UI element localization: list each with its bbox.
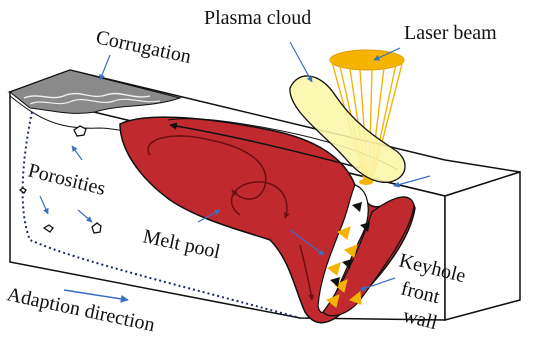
label-adaption-direction: Adaption direction	[5, 283, 157, 336]
label-plasma-cloud: Plasma cloud	[204, 7, 311, 29]
arrow-plasma	[290, 42, 312, 82]
label-corrugation: Corrugation	[94, 26, 193, 68]
laser-focus-spot	[359, 179, 373, 185]
block-side-face	[445, 172, 520, 320]
laser-lens-ellipse	[330, 50, 404, 70]
label-laser-beam: Laser beam	[404, 22, 497, 44]
arrow-corrugation	[100, 55, 110, 80]
